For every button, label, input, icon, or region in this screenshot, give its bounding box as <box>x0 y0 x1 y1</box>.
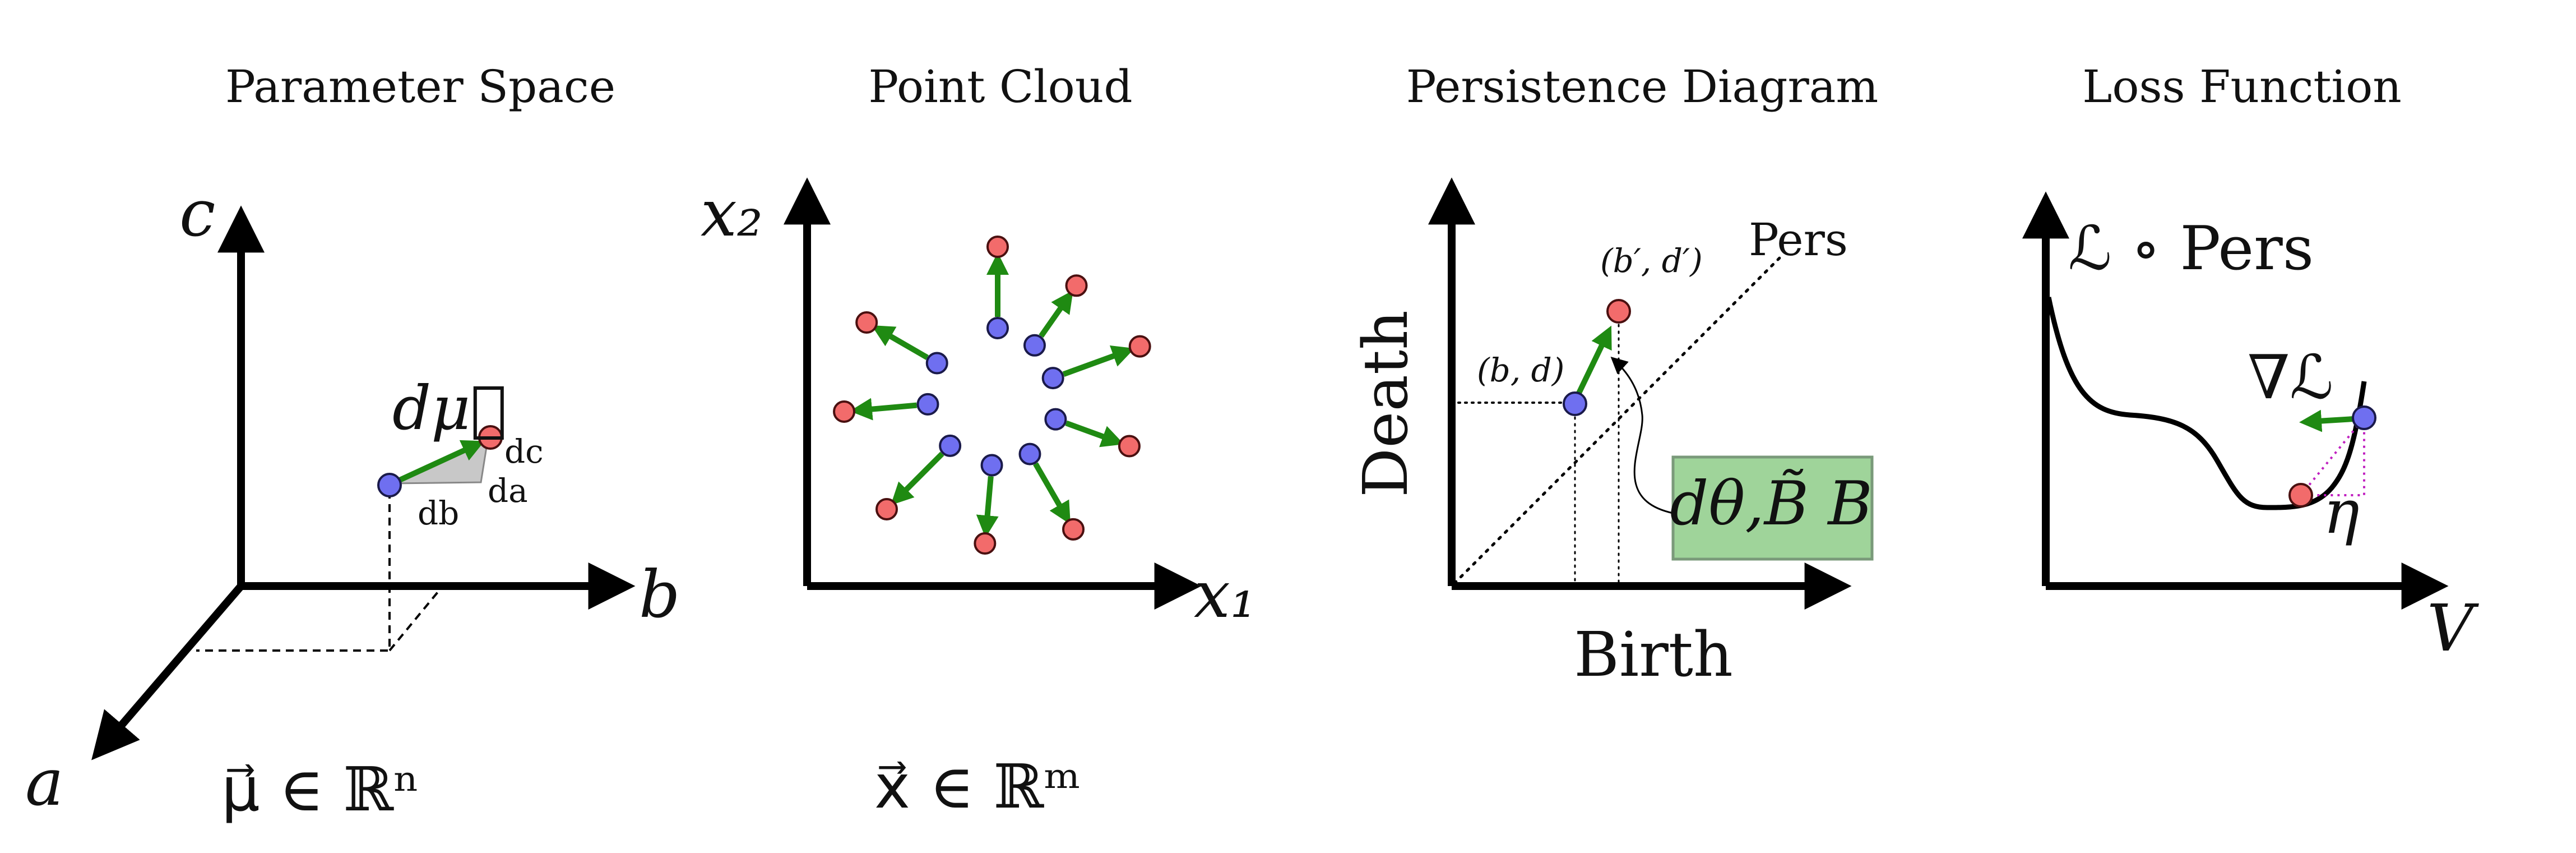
cloud-point-blue <box>1023 334 1046 357</box>
diagonal-label: Pers <box>1749 214 1848 266</box>
panel-loss-function: Loss Function ℒ ∘ Pers V ∇ℒ η <box>2022 61 2479 666</box>
pd-point-label: (b, d) <box>1477 351 1564 389</box>
cloud-arrow <box>1062 345 1135 377</box>
cloud-point-blue <box>916 393 939 416</box>
cloud-arrow <box>976 476 999 538</box>
projection-dash-a <box>196 491 391 652</box>
panel-persistence-diagram: Persistence Diagram Death Birth Pers (b,… <box>1350 61 1878 690</box>
label-dc: dc <box>504 432 544 471</box>
cloud-point-blue <box>980 454 1003 477</box>
axis-label-b: b <box>639 557 680 633</box>
jacobian-box <box>1671 455 1874 561</box>
panel-title-parameter-space: Parameter Space <box>225 61 615 113</box>
panel-point-cloud: Point Cloud x₂ x₁ x⃗ ∈ ℝᵐ <box>701 61 1256 822</box>
cloud-arrow <box>1039 290 1073 338</box>
axis-label-c: c <box>179 176 215 251</box>
cloud-point-red <box>1062 518 1085 541</box>
cloud-point-blue <box>1018 442 1041 465</box>
axis-label-death: Death <box>1350 310 1421 497</box>
loss-moved-point <box>2288 483 2313 508</box>
cloud-point-blue <box>986 317 1009 339</box>
panel-title-loss-function: Loss Function <box>2082 61 2402 113</box>
formula-x: x⃗ ∈ ℝᵐ <box>874 752 1081 822</box>
projection-dash-b <box>388 585 444 652</box>
cloud-arrow <box>1065 420 1124 448</box>
jacobian-box-label: dθ,B̃ B <box>1670 468 1873 539</box>
cloud-point-red <box>986 236 1009 258</box>
gradient-arrow <box>2299 409 2355 432</box>
pd-point <box>1563 391 1587 416</box>
cloud-point-red <box>833 400 856 423</box>
label-da: da <box>488 472 528 510</box>
cloud-point-red <box>1118 435 1141 458</box>
cloud-point-red <box>1065 274 1088 297</box>
axis-a <box>91 583 244 760</box>
cloud-arrow <box>871 325 929 360</box>
pd-moved-point <box>1606 299 1631 324</box>
cloud-point-red <box>875 497 898 520</box>
pd-moved-label: (b′, d′) <box>1600 242 1703 280</box>
cloud-point-red <box>855 311 878 334</box>
panel-title-point-cloud: Point Cloud <box>868 61 1132 113</box>
cloud-point-blue <box>939 434 962 457</box>
axis-label-loss: ℒ ∘ Pers <box>2068 214 2314 284</box>
panel-title-persistence-diagram: Persistence Diagram <box>1406 61 1879 113</box>
axis-label-x2: x₂ <box>701 176 763 251</box>
gradient-label: ∇ℒ <box>2248 343 2333 413</box>
cloud-point-blue <box>1041 367 1064 390</box>
d-mu-label: dμ⃗ <box>392 374 507 444</box>
formula-mu: μ⃗ ∈ ℝⁿ <box>221 755 420 825</box>
panel-parameter-space: Parameter Space c b a dμ⃗ dc db da μ⃗ ∈ … <box>25 61 680 825</box>
axis-label-v: V <box>2427 591 2479 666</box>
eta-label: η <box>2323 477 2360 547</box>
point-cloud-points <box>833 236 1151 555</box>
step-triangle <box>2300 414 2365 496</box>
mu-point <box>377 473 402 497</box>
cloud-point-blue <box>925 352 948 375</box>
loss-curve <box>2046 297 2367 510</box>
cloud-point-red <box>974 532 997 555</box>
label-db: db <box>418 494 459 532</box>
axis-label-birth: Birth <box>1574 619 1733 690</box>
cloud-arrow <box>1033 462 1071 525</box>
d-mu-arrow <box>391 440 485 486</box>
axis-label-x1: x₁ <box>1194 557 1256 633</box>
cloud-point-red <box>1128 335 1151 358</box>
loss-point <box>2352 405 2376 430</box>
cloud-arrow <box>850 398 917 421</box>
cloud-arrow <box>891 451 944 505</box>
mu-moved-point <box>478 425 503 450</box>
cloud-point-blue <box>1044 408 1067 431</box>
axis-label-a: a <box>25 745 64 820</box>
box-pointer-arrow <box>1610 356 1674 514</box>
pd-move-arrow <box>1575 325 1612 397</box>
